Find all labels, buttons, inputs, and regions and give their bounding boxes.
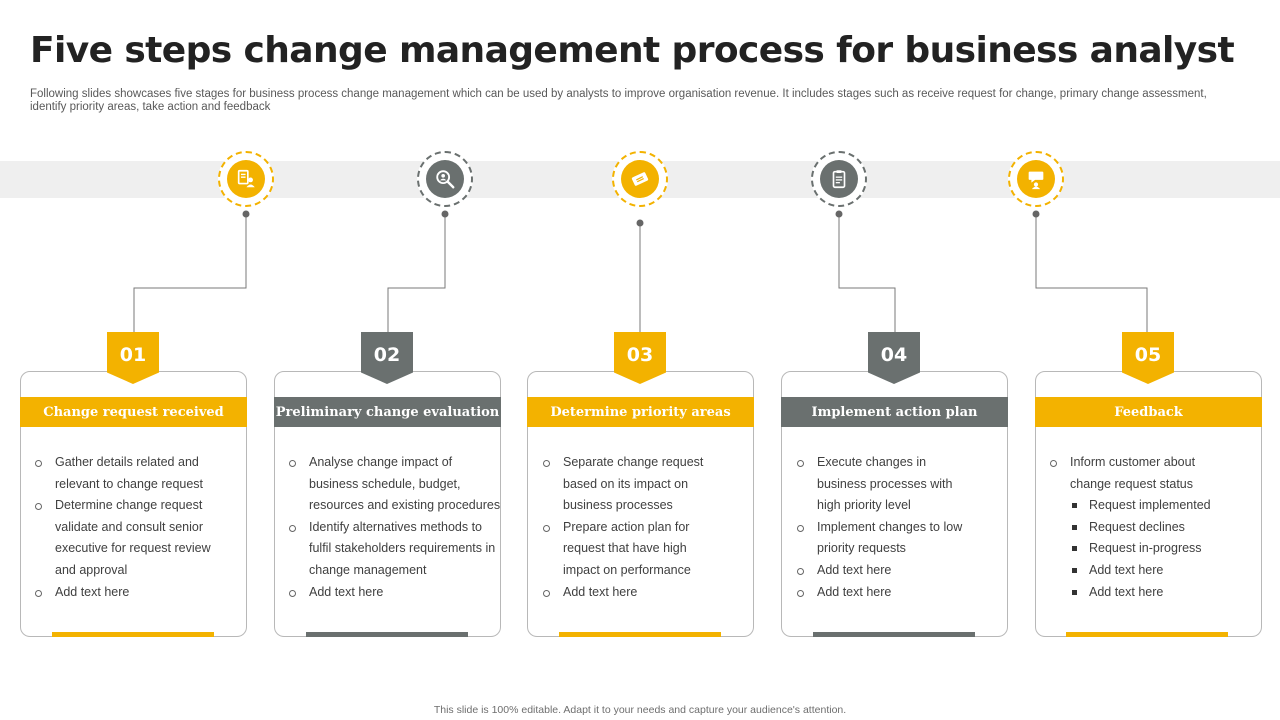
- list-item: Execute changes in: [797, 452, 962, 474]
- connector-dot-4: [835, 210, 843, 218]
- step-footer-bar-1: [52, 632, 214, 637]
- list-item-continuation: and approval: [55, 562, 128, 577]
- connector-line-2: [387, 214, 446, 332]
- connector-line-1: [133, 214, 247, 332]
- list-item-continuation: change management: [309, 562, 427, 577]
- list-item: Add text here: [543, 582, 703, 604]
- list-item: Analyse change impact of: [289, 452, 500, 474]
- step-2-icon-ring: [417, 151, 473, 207]
- step-footer-bar-4: [813, 632, 975, 637]
- list-item: Add text here: [797, 560, 962, 582]
- connector-dot-2: [441, 210, 449, 218]
- step-number-badge-3: 03: [614, 332, 666, 384]
- connector-dot-1: [242, 210, 250, 218]
- list-item: Separate change request: [543, 452, 703, 474]
- list-sub-item: Request implemented: [1050, 495, 1211, 517]
- step-1-icon-ring: [218, 151, 274, 207]
- list-sub-item: Add text here: [1050, 560, 1211, 582]
- list-item-continuation: change request status: [1070, 476, 1193, 491]
- step-title-1: Change request received: [20, 397, 247, 427]
- list-item-continuation: business processes with: [817, 476, 953, 491]
- list-item-continuation: validate and consult senior: [55, 519, 204, 534]
- step-footer-bar-5: [1066, 632, 1228, 637]
- list-item: Prepare action plan for: [543, 517, 703, 539]
- list-item-continuation: fulfil stakeholders requirements in: [309, 541, 496, 556]
- list-sub-item: Add text here: [1050, 582, 1211, 604]
- step-list-1: Gather details related and relevant to c…: [35, 452, 211, 603]
- list-item-continuation: resources and existing procedures: [309, 498, 501, 513]
- priority-tag-icon: [621, 160, 659, 198]
- step-list-2: Analyse change impact of business schedu…: [289, 452, 500, 603]
- list-item: Identify alternatives methods to: [289, 517, 500, 539]
- list-item: Inform customer about: [1050, 452, 1211, 474]
- step-number-badge-1: 01: [107, 332, 159, 384]
- page-subtitle: Following slides showcases five stages f…: [30, 88, 1207, 113]
- step-list-5: Inform customer about change request sta…: [1050, 452, 1211, 603]
- list-item-continuation: based on its impact on: [563, 476, 689, 491]
- request-document-icon: [227, 160, 265, 198]
- step-number-badge-5: 05: [1122, 332, 1174, 384]
- list-item-continuation: relevant to change request: [55, 476, 204, 491]
- connector-line-5: [1035, 214, 1148, 332]
- connector-dot-3: [636, 219, 644, 227]
- list-item: Implement changes to low: [797, 517, 962, 539]
- list-item: Add text here: [289, 582, 500, 604]
- list-item: Determine change request: [35, 495, 211, 517]
- magnifier-person-icon: [426, 160, 464, 198]
- step-title-4: Implement action plan: [781, 397, 1008, 427]
- list-item: Add text here: [35, 582, 211, 604]
- list-item-continuation: request that have high: [563, 541, 687, 556]
- step-4-icon-ring: [811, 151, 867, 207]
- step-title-3: Determine priority areas: [527, 397, 754, 427]
- step-title-5: Feedback: [1035, 397, 1262, 427]
- step-list-3: Separate change request based on its imp…: [543, 452, 703, 603]
- list-item-continuation: executive for request review: [55, 541, 211, 556]
- page-title: Five steps change management process for…: [30, 30, 1235, 71]
- list-item: Add text here: [797, 582, 962, 604]
- clipboard-icon: [820, 160, 858, 198]
- list-item-continuation: priority requests: [817, 541, 906, 556]
- step-number-badge-2: 02: [361, 332, 413, 384]
- step-3-icon-ring: [612, 151, 668, 207]
- connector-line-4: [838, 214, 896, 332]
- list-item-continuation: business processes: [563, 498, 673, 513]
- slide-footer-note: This slide is 100% editable. Adapt it to…: [433, 704, 847, 716]
- list-sub-item: Request in-progress: [1050, 538, 1211, 560]
- step-number-badge-4: 04: [868, 332, 920, 384]
- list-item-continuation: impact on performance: [563, 562, 691, 577]
- step-5-icon-ring: [1008, 151, 1064, 207]
- step-list-4: Execute changes in business processes wi…: [797, 452, 962, 603]
- list-item-continuation: high priority level: [817, 498, 911, 513]
- list-item-continuation: business schedule, budget,: [309, 476, 461, 491]
- step-title-2: Preliminary change evaluation: [274, 397, 501, 427]
- step-footer-bar-3: [559, 632, 721, 637]
- list-sub-item: Request declines: [1050, 517, 1211, 539]
- list-item: Gather details related and: [35, 452, 211, 474]
- connector-dot-5: [1032, 210, 1040, 218]
- step-footer-bar-2: [306, 632, 468, 637]
- feedback-chat-icon: [1017, 160, 1055, 198]
